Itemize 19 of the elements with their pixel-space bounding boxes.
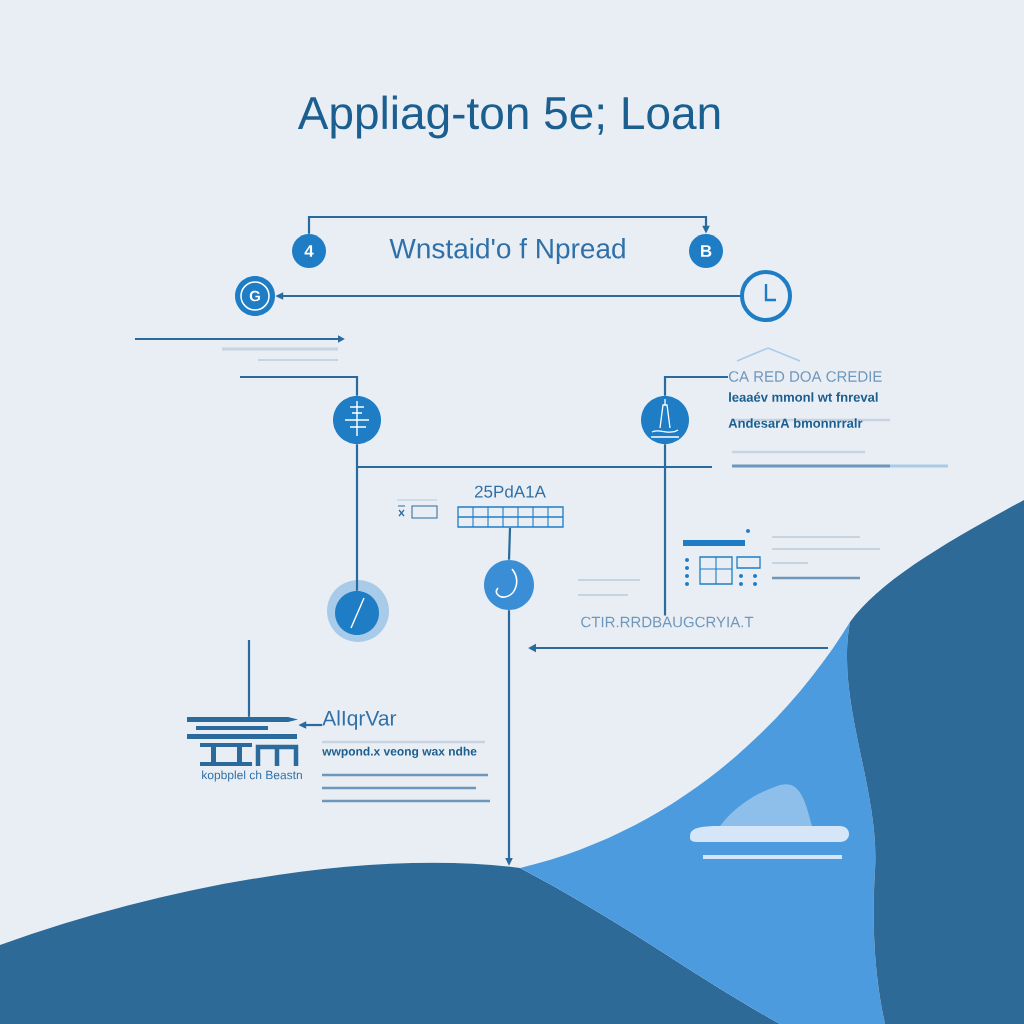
description: AlIqrVar wwpond.x veong wax ndhe (322, 710, 477, 758)
connector-line (663, 444, 667, 616)
subtitle: Wnstaid'o f Npread (389, 237, 625, 265)
slash-icon (327, 580, 389, 642)
connector-line (507, 527, 512, 560)
document-icon (333, 396, 381, 444)
connector-line (355, 444, 359, 591)
connector-line (663, 375, 728, 396)
connector-line (240, 375, 359, 396)
title: Appliag-ton 5e; Loan (297, 95, 720, 139)
label-text: CTIR.RRDBAUGCRYIA.T (581, 616, 754, 628)
tower-icon (641, 396, 689, 444)
connector-line (247, 640, 251, 717)
hook-icon (484, 560, 534, 610)
arrow (307, 215, 710, 234)
icon-label: kopbplel ch Beastn (202, 770, 302, 782)
description: CA RED DOA CREDIE leaaév mmonl wt fnreval AndesarA bmonnrralr (728, 371, 882, 428)
heading: 25PdA1A (474, 485, 546, 498)
building-icon (187, 717, 299, 769)
